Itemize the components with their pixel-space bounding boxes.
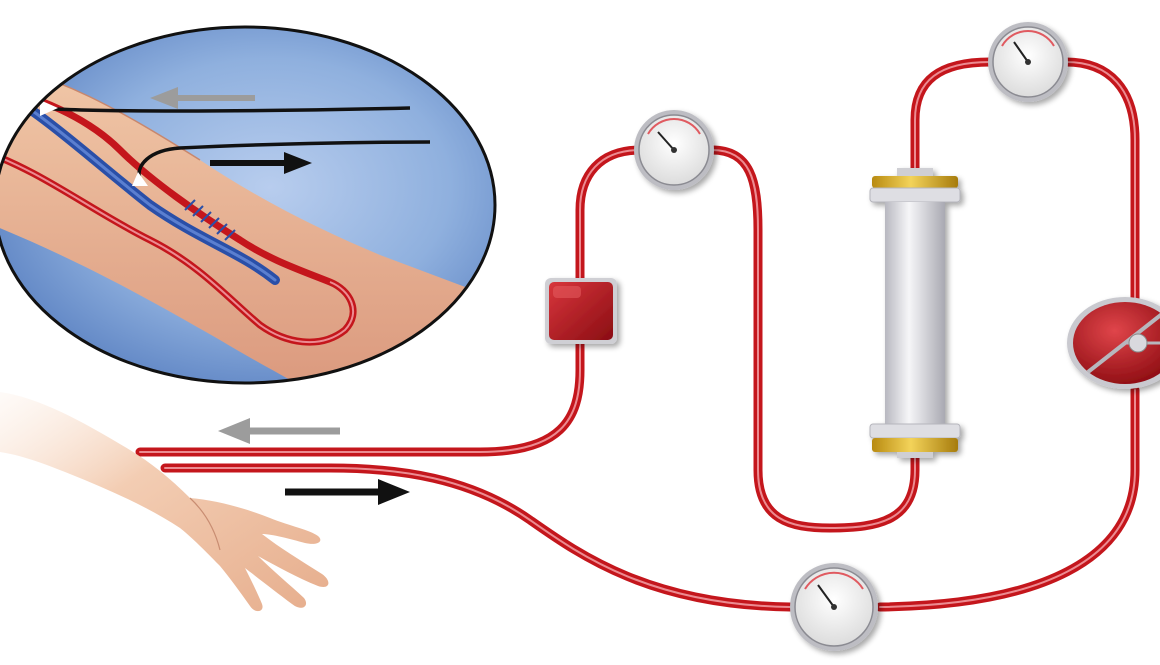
fistula-segment — [184, 199, 236, 241]
pressure-gauge-icon — [634, 110, 714, 190]
line-top-gauge-to-pump — [1061, 57, 1140, 305]
blood-pump-wheel-icon — [1067, 297, 1160, 389]
line-gauge-to-dialyzer — [707, 145, 920, 533]
arterial-line-highlight — [139, 339, 581, 453]
dialyzer-icon — [869, 168, 961, 458]
flow-arrow-return — [150, 87, 255, 109]
line-dialyzer-to-top-gauge — [910, 57, 995, 175]
pressure-gauge-icon — [988, 22, 1068, 102]
pressure-gauge-icon — [790, 563, 878, 651]
pump-icon — [545, 278, 617, 344]
needle-arterial — [39, 106, 411, 113]
flow-arrow-out — [210, 152, 312, 174]
flow-arrow-out — [285, 479, 410, 505]
arm-icon — [0, 392, 329, 612]
flow-arrow-return — [218, 418, 340, 444]
needle-venous — [137, 140, 431, 181]
line-box-to-gauge — [575, 145, 645, 285]
forearm-closeup-icon — [0, 25, 497, 385]
blood-tubing — [135, 57, 1140, 612]
